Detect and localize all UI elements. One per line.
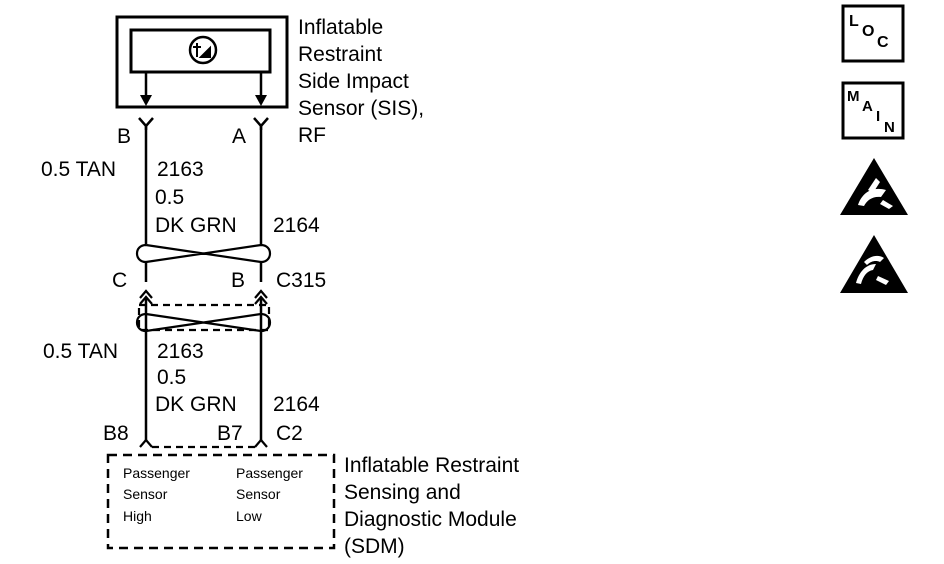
twisted-pair-symbol [135,312,272,333]
sis-title-line: Inflatable [298,16,383,39]
sis-title-line: Restraint [298,43,382,66]
main-icon-letter: A [862,98,873,115]
wire-color-label: 0.5 TAN [43,340,118,363]
loc-icon-letter: O [862,23,874,40]
sdm-left-label: Sensor [123,486,168,502]
sdm-title-line: Diagnostic Module [344,508,517,531]
sis-inner-box [129,28,272,74]
esd-warning-icon [840,235,908,293]
connector-dashed-box [137,303,271,332]
sdm-right-label: Sensor [236,486,281,502]
arrow-down-icon [255,95,267,106]
c315-pin-b: B [231,269,245,292]
sdm-title-line: Inflatable Restraint [344,454,519,477]
wire-color-label: DK GRN [155,393,237,416]
sdm-title-line: (SDM) [344,535,405,558]
loc-icon-letter: C [877,34,889,51]
wire-color-label: 0.5 TAN [41,158,116,181]
main-icon-letter: N [884,119,895,136]
sdm-right-label: Passenger [236,465,303,481]
sis-title-line: Sensor (SIS), [298,97,424,120]
sensor-glyph-icon [193,43,211,58]
wire-size-label: 0.5 [157,366,186,389]
sis-sensor [115,15,289,109]
sdm-pin-b8: B8 [103,422,129,445]
sis-pin-a: A [232,125,246,148]
sis-title-line: RF [298,124,326,147]
sdm-right-label: Low [236,508,263,524]
sdm-title-line: Sensing and [344,481,461,504]
connector-name: C2 [276,422,303,445]
circuit-number: 2163 [157,340,204,363]
connector-name: C315 [276,269,326,292]
main-icon[interactable]: M A I N [841,81,905,140]
c315-pin-c: C [112,269,127,292]
wire-size-label: 0.5 [155,186,184,209]
circuit-number: 2163 [157,158,204,181]
connector-chevron-icon [254,438,268,448]
connector-chevron-icon [139,438,153,448]
wire-color-label: DK GRN [155,214,237,237]
sdm-box [106,453,336,550]
sdm-pin-b7: B7 [217,422,243,445]
loc-icon[interactable]: L O C [841,4,905,63]
sdm-left-label: High [123,508,152,524]
main-icon-letter: M [847,88,860,105]
sis-pin-b: B [117,125,131,148]
connector-chevron-icon [254,289,268,305]
sdm-left-label: Passenger [123,465,190,481]
connector-chevron-icon [139,289,153,305]
sis-outer-box [115,15,289,109]
twisted-pair-symbol [135,243,272,264]
esd-warning-icon [840,158,908,215]
sensor-symbol-icon [188,35,218,65]
loc-icon-letter: L [849,13,859,30]
sis-title-line: Side Impact [298,70,409,93]
main-icon-letter: I [876,108,880,125]
arrow-down-icon [140,95,152,106]
circuit-number: 2164 [273,214,320,237]
circuit-number: 2164 [273,393,320,416]
